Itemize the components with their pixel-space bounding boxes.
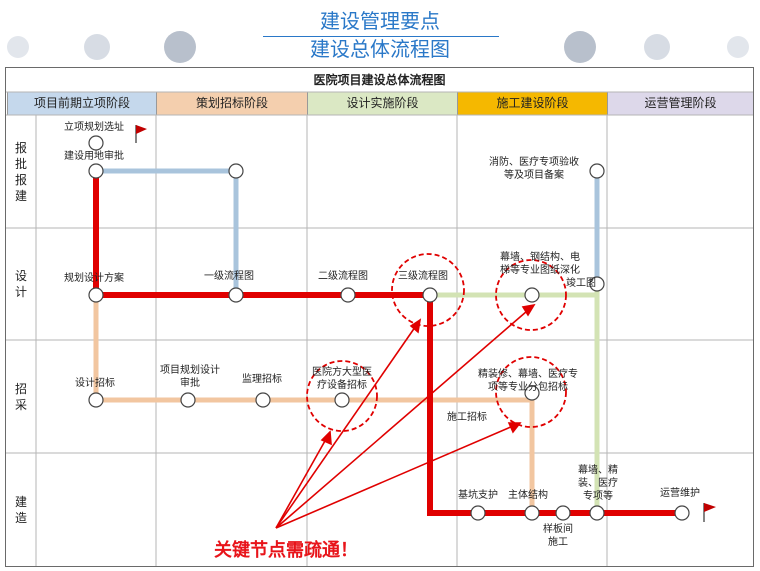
node-muqiang-sheji bbox=[524, 287, 540, 303]
node-erji bbox=[340, 287, 356, 303]
green-path bbox=[430, 284, 600, 513]
label-xiangmu-guihua: 项目规划设计审批 bbox=[160, 365, 220, 389]
phase-header-3: 设计实施阶段 bbox=[307, 92, 457, 115]
orange-path bbox=[93, 295, 535, 513]
page-subtitle: 建设总体流程图 bbox=[310, 37, 450, 61]
node-xiangmu-guihua bbox=[180, 392, 196, 408]
phase-header-4: 施工建设阶段 bbox=[457, 92, 607, 115]
node-blue-corner bbox=[228, 163, 244, 179]
callout-arrows bbox=[275, 303, 536, 529]
node-sheji-zhaobiao bbox=[88, 392, 104, 408]
node-jianli bbox=[255, 392, 271, 408]
node-shigong bbox=[555, 505, 571, 521]
label-guihua-sheji: 规划设计方案 bbox=[64, 273, 124, 284]
grid-lines bbox=[6, 91, 753, 566]
page-title: 建设管理要点 bbox=[320, 9, 440, 33]
arrowhead-4 bbox=[521, 303, 536, 317]
node-jungong bbox=[589, 276, 605, 292]
phase-header-1: 项目前期立项阶段 bbox=[7, 92, 156, 115]
label-yunying: 运营维护 bbox=[660, 488, 700, 499]
callout-text: 关键节点需疏通！ bbox=[214, 540, 358, 561]
critical-path bbox=[93, 171, 682, 516]
label-jungong: 竣工图 bbox=[566, 278, 596, 289]
row-label-baopi: 报批报建 bbox=[14, 140, 27, 203]
node-guihua-sheji bbox=[88, 287, 104, 303]
start-flag-icon bbox=[135, 125, 147, 143]
arrowhead-3 bbox=[507, 422, 522, 434]
key-node-ring-muqiang bbox=[495, 259, 567, 331]
node-lixiang bbox=[88, 135, 104, 151]
key-node-ring-jingzhuang bbox=[495, 356, 567, 428]
node-muqiang-jingzhuang bbox=[589, 505, 605, 521]
key-node-ring-sanji bbox=[391, 253, 465, 327]
phase-header-2: 策划招标阶段 bbox=[156, 92, 307, 115]
arrowhead-1 bbox=[320, 430, 332, 446]
title-divider bbox=[263, 36, 499, 37]
label-yiyuan-fang: 医院方大型医疗设备招标 bbox=[312, 367, 372, 391]
row-label-zhaocai: 招采 bbox=[14, 381, 27, 412]
label-zhuti: 主体结构 bbox=[508, 490, 548, 501]
label-erji: 二级流程图 bbox=[318, 271, 368, 282]
phase-header-5: 运营管理阶段 bbox=[607, 92, 753, 115]
label-yiji: 一级流程图 bbox=[204, 271, 254, 282]
label-shigong: 样板间施工 bbox=[543, 524, 573, 548]
label-jikeng: 基坑支护 bbox=[458, 490, 498, 501]
label-jianli: 监理招标 bbox=[242, 374, 282, 385]
label-muqiang-sheji: 幕墙、钢结构、电梯等专业图纸深化 bbox=[500, 252, 580, 276]
row-label-sheji: 设计 bbox=[14, 269, 27, 299]
label-jianshe-yongdi: 建设用地审批 bbox=[64, 151, 124, 162]
node-jingzhuang bbox=[524, 385, 540, 401]
node-yunying bbox=[674, 505, 690, 521]
decorative-dots bbox=[7, 31, 749, 63]
node-sanji bbox=[422, 287, 438, 303]
arrowhead-2 bbox=[409, 318, 422, 334]
flowchart-title: 医院项目建设总体流程图 bbox=[313, 73, 446, 87]
key-node-ring-yiyuan bbox=[306, 360, 378, 432]
label-sanji: 三级流程图 bbox=[398, 271, 448, 282]
node-xiaofang bbox=[589, 163, 605, 179]
label-jingzhuang: 精装修、幕墙、医疗专项等专业分包招标 bbox=[478, 369, 578, 393]
key-node-rings bbox=[306, 253, 567, 432]
label-sheji-zhaobiao: 设计招标 bbox=[75, 378, 115, 389]
label-lixiang: 立项规划选址 bbox=[64, 122, 124, 133]
row-label-jianzao: 建造 bbox=[14, 494, 27, 525]
node-jianshe-yongdi bbox=[88, 163, 104, 179]
node-zhuti bbox=[524, 505, 540, 521]
label-muqiang-jingzhuang: 幕墙、精装、医疗专项等 bbox=[578, 465, 618, 502]
flowchart-frame bbox=[5, 67, 754, 567]
node-circles bbox=[88, 135, 690, 521]
node-yiyuan-fang bbox=[334, 392, 350, 408]
label-shigong-zhaobiao: 施工招标 bbox=[447, 412, 487, 423]
label-xiaofang: 消防、医疗专项验收等及项目备案 bbox=[489, 157, 579, 181]
node-jikeng bbox=[470, 505, 486, 521]
end-flag-icon bbox=[703, 503, 716, 522]
node-yiji bbox=[228, 287, 244, 303]
